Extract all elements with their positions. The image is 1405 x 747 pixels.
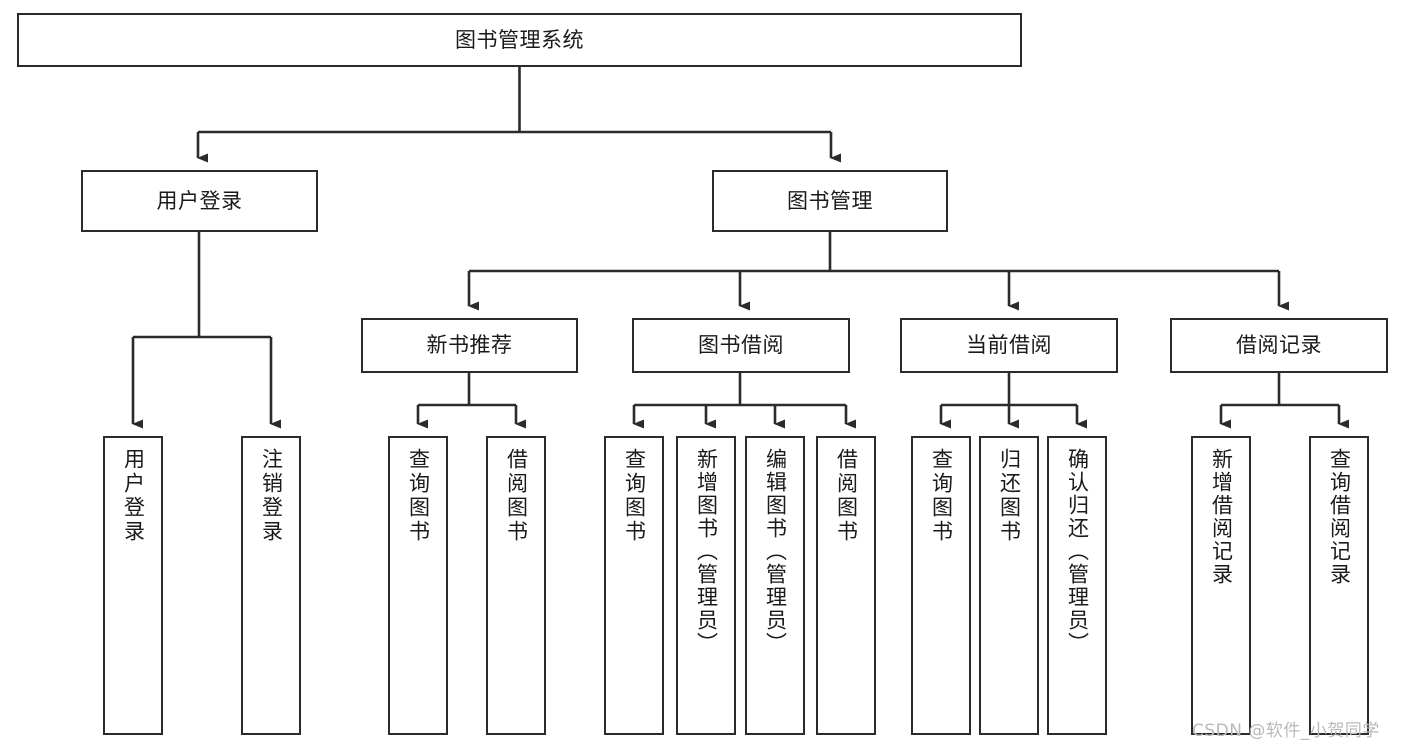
node-label: 图书借阅 (698, 333, 784, 358)
node-label: 新增图书（管理员） (694, 448, 719, 655)
node-leaf-add-borrow-record[interactable]: 新增借阅记录 (1191, 436, 1251, 735)
node-leaf-return-book[interactable]: 归还图书 (979, 436, 1039, 735)
node-leaf-query-book-current[interactable]: 查询图书 (911, 436, 971, 735)
node-label: 用户登录 (156, 188, 243, 213)
node-leaf-query-book-borrow[interactable]: 查询图书 (604, 436, 664, 735)
node-label: 查询图书 (622, 448, 647, 544)
node-label: 注销登录 (259, 448, 284, 544)
node-label: 借阅图书 (504, 448, 529, 544)
node-current-borrow[interactable]: 当前借阅 (900, 318, 1118, 373)
node-label: 当前借阅 (966, 333, 1052, 358)
node-label: 图书管理 (787, 188, 873, 213)
node-label: 图书管理系统 (455, 27, 584, 52)
node-label: 查询图书 (929, 448, 954, 544)
node-label: 借阅记录 (1236, 333, 1322, 358)
node-leaf-logout[interactable]: 注销登录 (241, 436, 301, 735)
node-leaf-borrow-book-recommend[interactable]: 借阅图书 (486, 436, 546, 735)
node-label: 确认归还（管理员） (1065, 448, 1090, 655)
node-label: 借阅图书 (834, 448, 859, 544)
node-leaf-borrow-book[interactable]: 借阅图书 (816, 436, 876, 735)
node-leaf-query-borrow-record[interactable]: 查询借阅记录 (1309, 436, 1369, 735)
node-leaf-add-book-admin[interactable]: 新增图书（管理员） (676, 436, 736, 735)
node-leaf-query-book-recommend[interactable]: 查询图书 (388, 436, 448, 735)
node-leaf-confirm-return-admin[interactable]: 确认归还（管理员） (1047, 436, 1107, 735)
node-label: 新书推荐 (426, 333, 513, 358)
node-borrow-record[interactable]: 借阅记录 (1170, 318, 1388, 373)
node-book-borrow[interactable]: 图书借阅 (632, 318, 850, 373)
node-new-book-recommend[interactable]: 新书推荐 (361, 318, 578, 373)
node-root-system[interactable]: 图书管理系统 (17, 13, 1022, 67)
node-book-manage[interactable]: 图书管理 (712, 170, 948, 232)
watermark-text: CSDN @软件_小贺同学 (1192, 721, 1380, 741)
node-label: 编辑图书（管理员） (763, 448, 788, 655)
node-leaf-user-login[interactable]: 用户登录 (103, 436, 163, 735)
node-leaf-edit-book-admin[interactable]: 编辑图书（管理员） (745, 436, 805, 735)
node-label: 查询图书 (406, 448, 431, 544)
node-label: 归还图书 (997, 448, 1022, 544)
node-label: 查询借阅记录 (1327, 448, 1352, 586)
node-label: 用户登录 (121, 448, 146, 544)
node-user-login[interactable]: 用户登录 (81, 170, 318, 232)
node-label: 新增借阅记录 (1209, 448, 1234, 586)
